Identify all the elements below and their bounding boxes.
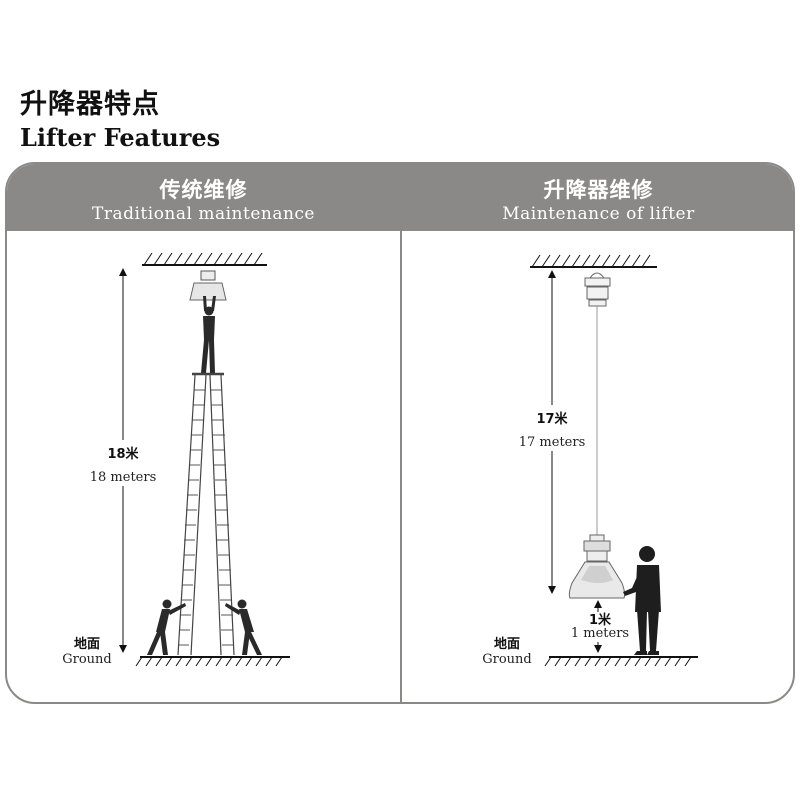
left-ceiling xyxy=(142,252,267,266)
ladder-holder-left-icon xyxy=(147,599,186,655)
left-ground-label-cn: 地面 xyxy=(74,636,100,652)
technician-icon xyxy=(623,546,661,655)
page-title-en: Lifter Features xyxy=(20,123,221,152)
ladder-holder-right-icon xyxy=(225,599,262,655)
right-ground-label-cn: 地面 xyxy=(494,636,520,652)
left-ground xyxy=(135,656,290,667)
lifter-top-unit-icon xyxy=(584,272,611,307)
right-height-label-cn: 17米 xyxy=(536,411,568,427)
right-heading-cn: 升降器维修 xyxy=(543,178,654,202)
right-heading-en: Maintenance of lifter xyxy=(502,204,695,224)
worker-on-ladder-icon xyxy=(201,296,216,373)
lowered-lamp-icon xyxy=(568,534,626,599)
right-height-label-en: 17 meters xyxy=(519,435,586,450)
left-ground-label-en: Ground xyxy=(62,652,112,667)
right-ground xyxy=(544,656,698,667)
right-low-label-en: 1 meters xyxy=(571,626,629,641)
left-heading-cn: 传统维修 xyxy=(159,178,248,202)
right-ceiling xyxy=(530,254,657,268)
double-ladder-icon xyxy=(177,372,235,656)
right-low-label-cn: 1米 xyxy=(589,612,612,628)
right-ground-label-en: Ground xyxy=(482,652,532,667)
left-heading-en: Traditional maintenance xyxy=(92,204,315,224)
page-title-cn: 升降器特点 xyxy=(20,89,160,120)
comparison-frame: 传统维修 Traditional maintenance 升降器维修 Maint… xyxy=(5,162,795,704)
left-height-label-cn: 18米 xyxy=(107,446,139,462)
left-lamp-icon xyxy=(189,270,227,301)
panel-divider xyxy=(400,164,402,702)
left-height-label-en: 18 meters xyxy=(90,470,157,485)
